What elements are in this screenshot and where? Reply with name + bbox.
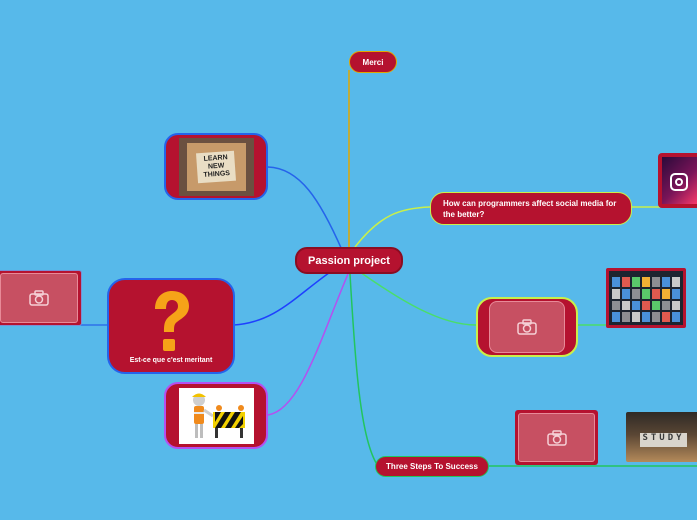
construction-worker-icon: [191, 393, 245, 438]
topic-merci[interactable]: Merci: [349, 51, 397, 73]
photo-node-left[interactable]: [0, 270, 82, 326]
topic-merci-label: Merci: [362, 57, 384, 67]
topic-three-steps[interactable]: Three Steps To Success: [375, 456, 489, 477]
camera-icon: [546, 429, 567, 446]
worker-image: [178, 387, 254, 444]
link-programmers: [354, 206, 431, 248]
learn-line-3: THINGS: [203, 169, 230, 179]
learn-line-1: LEARN: [203, 153, 228, 163]
instagram-icon: [670, 173, 688, 191]
topic-programmers[interactable]: How can programmers affect social media …: [430, 192, 632, 225]
study-label: STUDY: [640, 433, 687, 447]
app-grid-image: [606, 268, 686, 328]
central-topic[interactable]: Passion project: [295, 247, 403, 274]
worker-node[interactable]: [164, 382, 268, 449]
topic-programmers-label: How can programmers affect social media …: [443, 198, 617, 219]
photo-placeholder-right: [489, 301, 565, 353]
learn-new-things-image: LEARN NEW THINGS: [178, 137, 254, 196]
topic-meritant-label: Est-ce que c'est meritant: [129, 356, 213, 364]
topic-three-steps-label: Three Steps To Success: [386, 462, 478, 471]
social-media-image: [658, 153, 697, 208]
photo-node-bottom[interactable]: [515, 410, 598, 465]
link-worker: [267, 273, 349, 416]
camera-icon: [29, 290, 49, 306]
question-mark-icon: [155, 290, 189, 351]
link-photo-right: [359, 271, 477, 326]
link-three-steps: [349, 273, 379, 467]
link-learn: [267, 166, 343, 251]
photo-placeholder-left: [0, 273, 78, 323]
photo-placeholder-bottom: [518, 413, 595, 462]
photo-node-right[interactable]: [476, 297, 578, 357]
learn-new-things-node[interactable]: LEARN NEW THINGS: [164, 133, 268, 200]
study-image: STUDY: [626, 412, 697, 462]
topic-meritant[interactable]: Est-ce que c'est meritant: [107, 278, 235, 374]
camera-icon: [517, 319, 537, 335]
central-topic-label: Passion project: [308, 254, 390, 267]
